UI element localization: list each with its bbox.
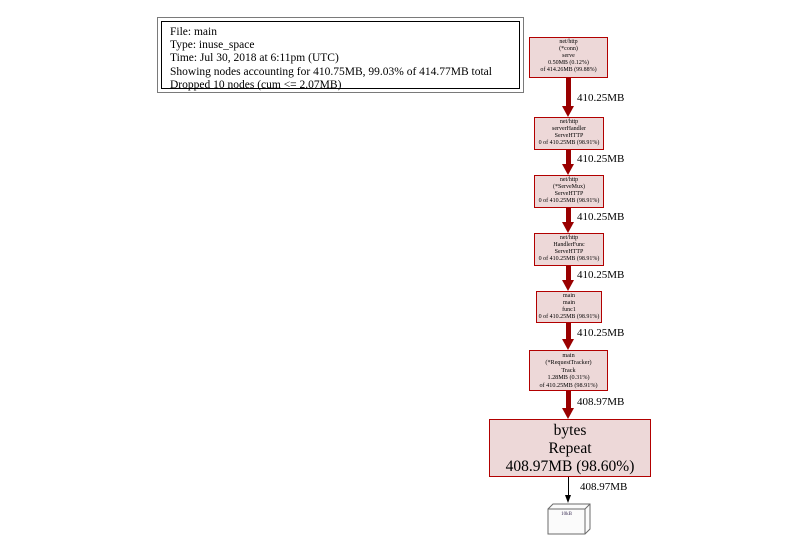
- edge-arrowhead-icon: [562, 164, 574, 175]
- graph-node-main-func1[interactable]: main main func1 0 of 410.25MB (98.91%): [536, 291, 602, 323]
- edge-tracker-to-bytesrepeat: [566, 391, 571, 408]
- info-file-line: File: main: [170, 26, 217, 38]
- edge-weight-label: 410.25MB: [577, 211, 625, 223]
- edge-weight-label: 410.25MB: [577, 153, 625, 165]
- edge-arrowhead-icon: [562, 408, 574, 419]
- edge-arrowhead-icon: [562, 339, 574, 350]
- edge-mainfunc1-to-tracker: [566, 323, 571, 339]
- box3d-icon: [547, 503, 591, 535]
- edge-conn-to-serverhandler: [566, 78, 571, 106]
- edge-arrowhead-icon: [565, 495, 571, 503]
- info-time-line: Time: Jul 30, 2018 at 6:11pm (UTC): [170, 52, 339, 65]
- graph-node-handlerfunc-servehttp[interactable]: net/http HandlerFunc ServeHTTP 0 of 410.…: [534, 233, 604, 266]
- edge-serverhandler-to-servemux: [566, 150, 571, 164]
- edge-arrowhead-icon: [562, 222, 574, 233]
- edge-servemux-to-handlerfunc: [566, 208, 571, 222]
- info-showing-line: Showing nodes accounting for 410.75MB, 9…: [170, 65, 492, 78]
- profile-info-text: File: main Type: inuse_space Time: Jul 3…: [161, 21, 520, 91]
- info-type-line: Type: inuse_space: [170, 39, 255, 52]
- edge-weight-label: 410.25MB: [577, 269, 625, 281]
- graph-node-conn-serve[interactable]: net/http (*conn) serve 0.50MB (0.12%) of…: [529, 37, 608, 78]
- edge-handlerfunc-to-mainfunc1: [566, 266, 571, 280]
- graph-node-servemux-servehttp[interactable]: net/http (*ServeMux) ServeHTTP 0 of 410.…: [534, 175, 604, 208]
- graph-node-bytes-repeat[interactable]: bytes Repeat 408.97MB (98.60%): [489, 419, 651, 477]
- edge-weight-label: 410.25MB: [577, 92, 625, 104]
- size-tag-label: 10kB: [561, 512, 572, 517]
- info-dropped-line: Dropped 10 nodes (cum <= 2.07MB): [170, 78, 342, 91]
- edge-weight-label: 410.25MB: [577, 327, 625, 339]
- edge-weight-label: 408.97MB: [580, 481, 628, 493]
- edge-arrowhead-icon: [562, 106, 574, 117]
- edge-bytesrepeat-to-sizetag: [568, 477, 569, 495]
- edge-weight-label: 408.97MB: [577, 396, 625, 408]
- graph-node-size-tag[interactable]: 10kB: [547, 503, 591, 535]
- graph-node-serverhandler-servehttp[interactable]: net/http serverHandler ServeHTTP 0 of 41…: [534, 117, 604, 150]
- profile-info-box: File: main Type: inuse_space Time: Jul 3…: [157, 17, 524, 93]
- graph-node-requesttracker-track[interactable]: main (*RequestTracker) Track 1.28MB (0.3…: [529, 350, 608, 391]
- edge-arrowhead-icon: [562, 280, 574, 291]
